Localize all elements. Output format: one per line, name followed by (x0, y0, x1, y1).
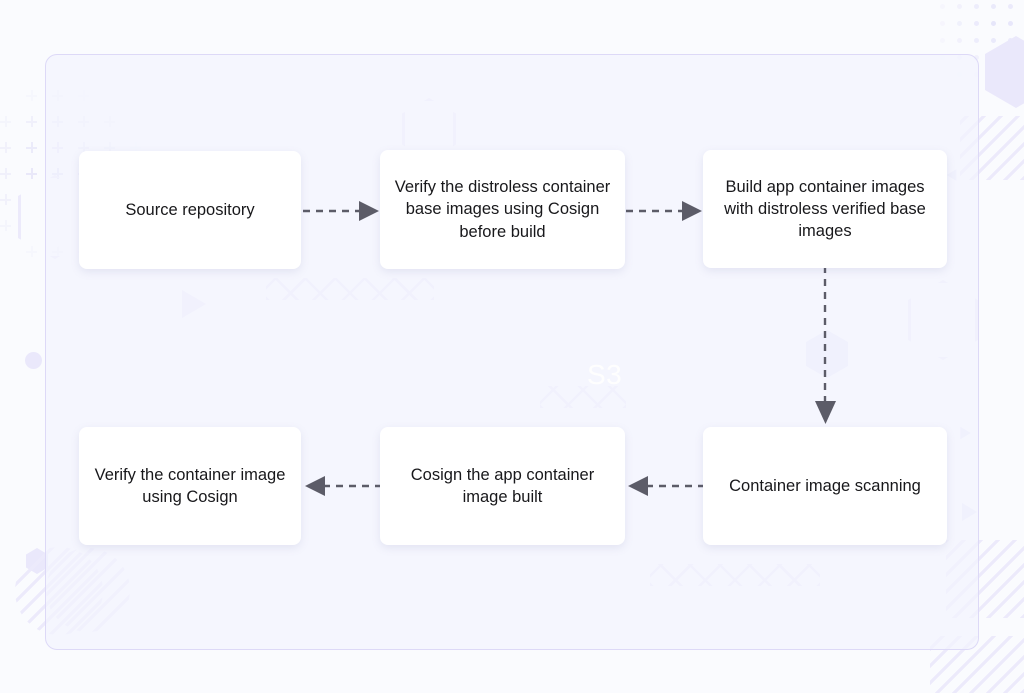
dot-marker-icon (974, 21, 979, 26)
node-verify-base-images[interactable]: Verify the distroless container base ima… (380, 150, 625, 269)
dot-marker-icon (957, 4, 962, 9)
dot-marker-icon (991, 21, 996, 26)
node-label: Verify the distroless container base ima… (394, 178, 611, 241)
node-cosign-app-image[interactable]: Cosign the app container image built (380, 427, 625, 545)
dot-marker-icon (991, 4, 996, 9)
node-label: Cosign the app container image built (410, 465, 595, 506)
arrow-scanning-to-cosign (623, 470, 705, 502)
node-source-repository[interactable]: Source repository (79, 151, 301, 269)
dot-marker-icon (974, 38, 979, 43)
node-build-app-images[interactable]: Build app container images with distrole… (703, 150, 947, 268)
dot-marker-icon (991, 55, 996, 60)
dot-marker-icon (940, 21, 945, 26)
dot-marker-icon (991, 38, 996, 43)
plus-marker-icon (26, 116, 37, 127)
plus-marker-icon (26, 168, 37, 179)
plus-marker-icon (26, 246, 37, 257)
dot-marker-icon (991, 72, 996, 77)
node-label: Build app container images with distrole… (724, 177, 926, 241)
dot-marker-icon (1008, 55, 1013, 60)
arrow-cosign-to-verify-container (300, 470, 382, 502)
dot-marker-icon (1008, 72, 1013, 77)
dot-marker-icon (957, 21, 962, 26)
watermark-label: S3 (587, 359, 623, 390)
plus-marker-icon (26, 90, 37, 101)
dot-marker-icon (940, 38, 945, 43)
plus-marker-icon (26, 142, 37, 153)
node-label: Verify the container image using Cosign (94, 465, 286, 506)
node-label: Container image scanning (729, 476, 921, 495)
plus-marker-icon (0, 168, 11, 179)
node-container-image-scanning[interactable]: Container image scanning (703, 427, 947, 545)
dot-marker-icon (957, 38, 962, 43)
dot-marker-icon (1008, 38, 1013, 43)
hexagon-filled-icon (985, 36, 1024, 108)
plus-marker-icon (0, 116, 11, 127)
plus-marker-icon (0, 142, 11, 153)
dot-marker-icon (974, 4, 979, 9)
dot-marker-icon (1008, 4, 1013, 9)
dot-decoration (25, 352, 42, 369)
plus-marker-icon (0, 220, 11, 231)
dot-grid-decoration (940, 4, 1024, 77)
node-label: Source repository (125, 200, 255, 219)
dot-marker-icon (940, 4, 945, 9)
plus-marker-icon (26, 220, 37, 231)
arrow-source-to-verify-base (303, 195, 383, 227)
dot-marker-icon (1008, 21, 1013, 26)
plus-marker-icon (0, 194, 11, 205)
plus-marker-icon (26, 194, 37, 205)
arrow-verify-base-to-build (626, 195, 706, 227)
arrow-build-to-scanning (810, 266, 842, 428)
node-verify-container-image[interactable]: Verify the container image using Cosign (79, 427, 301, 545)
